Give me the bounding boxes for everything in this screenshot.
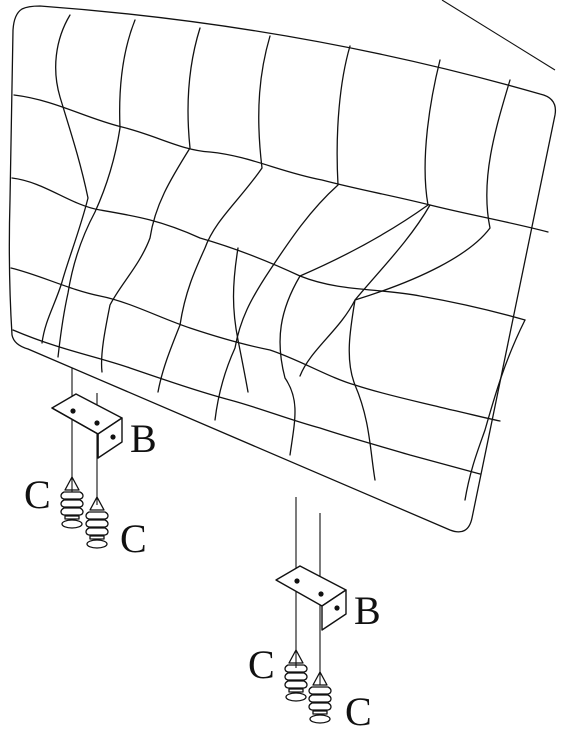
left-mounting-set: B C C bbox=[24, 368, 157, 561]
seam-h3 bbox=[10, 267, 501, 422]
leader-line bbox=[441, 0, 556, 71]
seam-v2 bbox=[57, 19, 136, 358]
seam-h2 bbox=[11, 177, 526, 321]
seam-v9 bbox=[464, 319, 526, 501]
headboard-outline bbox=[8, 5, 557, 533]
seam-h4 bbox=[12, 329, 481, 475]
seam-v3 bbox=[100, 27, 201, 373]
seam-v4 bbox=[157, 35, 271, 393]
screw-left-2 bbox=[85, 496, 109, 549]
seam-v6 bbox=[279, 59, 441, 456]
label-b-right: B bbox=[354, 588, 381, 633]
seam-v7 bbox=[348, 79, 511, 481]
screw-left-1 bbox=[60, 476, 84, 529]
screw-right-2 bbox=[308, 671, 332, 724]
seam-v8 bbox=[299, 204, 431, 377]
seam-v5 bbox=[214, 45, 351, 421]
screw-right-1 bbox=[284, 649, 308, 702]
label-c-left-2: C bbox=[120, 516, 147, 561]
bracket-left bbox=[51, 393, 123, 459]
label-c-right-1: C bbox=[248, 642, 275, 687]
seam-h1 bbox=[13, 94, 549, 233]
label-b-left: B bbox=[130, 416, 157, 461]
bracket-right bbox=[275, 565, 347, 631]
label-c-right-2: C bbox=[345, 689, 372, 731]
seam-v1 bbox=[41, 14, 89, 344]
label-c-left-1: C bbox=[24, 472, 51, 517]
seam-v10 bbox=[232, 247, 249, 393]
right-mounting-set: B C C bbox=[248, 497, 381, 731]
headboard-panel bbox=[8, 5, 557, 533]
